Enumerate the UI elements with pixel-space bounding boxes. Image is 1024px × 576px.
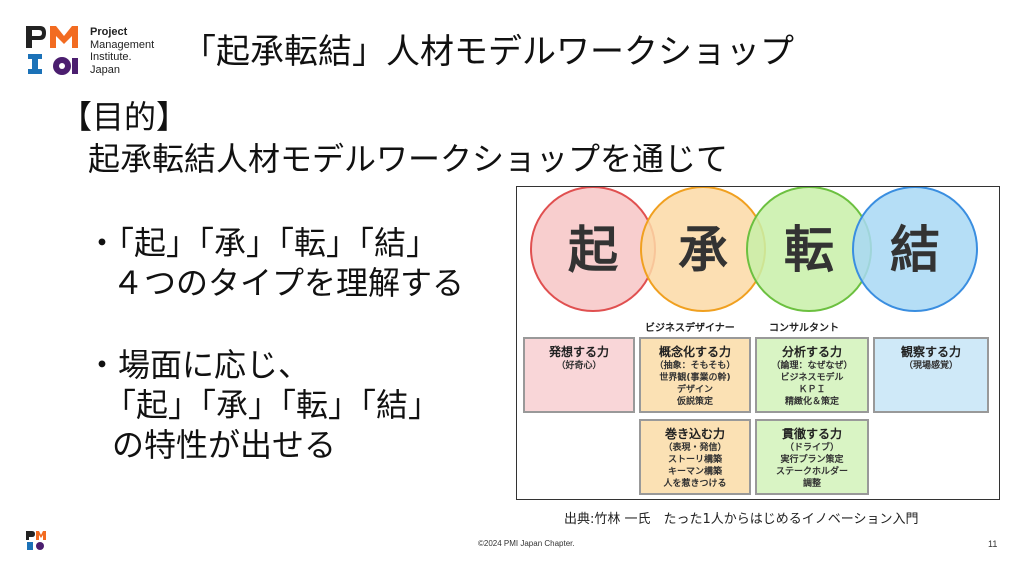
pmi-japan-logo: Project Management Institute. Japan xyxy=(26,24,186,80)
box-analysis-sub1: （論理：なぜなぜ） xyxy=(771,361,853,371)
circle-label-ketsu: 結 xyxy=(890,221,940,279)
box-execute-heading: 貫徹する力 xyxy=(781,427,842,441)
box-idea-sub1: （好奇心） xyxy=(556,361,602,371)
box-analysis-sub4: 精緻化＆策定 xyxy=(784,397,839,407)
kisho-tenketsu-figure: 起 承 転 結 ビジネスデザイナー コンサルタント 発想する力 （好奇心） 概念… xyxy=(516,186,1000,500)
pmi-small-logo-icon xyxy=(26,531,46,550)
logo-wordmark: Project Management Institute. Japan xyxy=(90,26,154,76)
circle-label-ten: 転 xyxy=(784,221,834,279)
slide-title: 「起承転結」人材モデルワークショップ xyxy=(182,32,794,72)
box-involve-sub3: キーマン構築 xyxy=(667,467,722,477)
page-number: 11 xyxy=(988,539,998,549)
figure-source-citation: 出典:竹林 一氏 たった1人からはじめるイノベーション入門 xyxy=(564,512,919,527)
box-involve-sub2: ストーリ構築 xyxy=(667,455,722,465)
bullet-1-line-2: ４つのタイプを理解する xyxy=(112,264,465,302)
copyright-notice: ©2024 PMI Japan Chapter. xyxy=(478,539,575,548)
box-analysis-heading: 分析する力 xyxy=(781,345,842,359)
box-concept: 概念化する力 （抽象：そもそも） 世界観(事業の幹) デザイン 仮説策定 xyxy=(639,337,751,413)
circle-label-ki: 起 xyxy=(568,221,619,279)
pmi-logo-mark-icon xyxy=(26,26,78,75)
circle-label-sho: 承 xyxy=(678,221,728,279)
bullet-2-line-1: ・場面に応じ、 xyxy=(86,346,311,384)
bullet-1-line-1: ・「起」「承」「転」「結」 xyxy=(86,224,439,262)
circle-ketsu xyxy=(852,187,978,312)
box-concept-sub3: デザイン xyxy=(676,385,713,395)
purpose-text: 起承転結人材モデルワークショップを通じて xyxy=(88,140,729,178)
box-concept-heading: 概念化する力 xyxy=(658,345,731,359)
box-execute: 貫徹する力 （ドライブ） 実行プラン策定 ステークホルダー 調整 xyxy=(755,419,869,495)
bullet-2-line-2: 「起」「承」「転」「結」 xyxy=(104,386,441,424)
box-concept-sub4: 仮説策定 xyxy=(676,397,713,407)
box-involve: 巻き込む力 （表現・発信） ストーリ構築 キーマン構築 人を惹きつける xyxy=(639,419,751,495)
box-execute-sub4: 調整 xyxy=(802,479,821,489)
box-involve-sub1: （表現・発信） xyxy=(663,443,727,453)
box-concept-sub2: 世界観(事業の幹) xyxy=(659,373,731,383)
logo-line-institute: Institute. xyxy=(90,51,132,63)
box-execute-sub3: ステークホルダー xyxy=(775,467,848,477)
box-analysis-sub3: ＫＰＩ xyxy=(798,385,826,395)
bullet-2-line-3: の特性が出せる xyxy=(112,426,337,464)
box-concept-sub1: （抽象：そもそも） xyxy=(654,361,736,371)
logo-line-japan: Japan xyxy=(90,63,120,76)
box-involve-heading: 巻き込む力 xyxy=(664,427,725,441)
box-observe-heading: 観察する力 xyxy=(900,345,961,359)
purpose-heading: 【目的】 xyxy=(60,98,189,136)
role-consultant: コンサルタント xyxy=(769,323,839,334)
box-observe: 観察する力 （現場感覚） xyxy=(873,337,989,413)
venn-circles: 起 承 転 結 xyxy=(530,187,978,312)
box-idea: 発想する力 （好奇心） xyxy=(523,337,635,413)
box-involve-sub4: 人を惹きつける xyxy=(663,479,727,489)
box-execute-sub1: （ドライブ） xyxy=(784,443,839,453)
logo-line-management: Management xyxy=(90,38,155,51)
box-idea-heading: 発想する力 xyxy=(548,345,609,359)
role-business-designer: ビジネスデザイナー xyxy=(645,323,735,334)
box-analysis-sub2: ビジネスモデル xyxy=(780,373,844,383)
box-observe-sub1: （現場感覚） xyxy=(903,361,958,371)
box-execute-sub2: 実行プラン策定 xyxy=(780,455,844,465)
box-analysis: 分析する力 （論理：なぜなぜ） ビジネスモデル ＫＰＩ 精緻化＆策定 xyxy=(755,337,869,413)
logo-line-project: Project xyxy=(90,26,128,38)
